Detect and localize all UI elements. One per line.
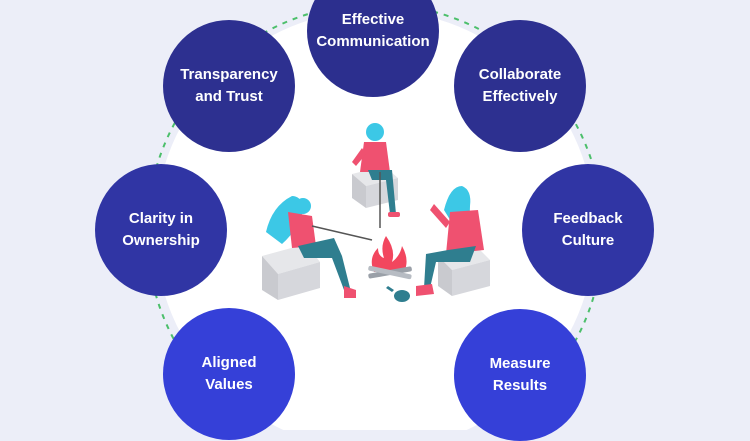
seat-right: [438, 246, 490, 296]
node-label: Collaborate Effectively: [478, 66, 562, 105]
node-measure-results: Measure Results: [454, 309, 586, 441]
node-feedback-culture: Feedback Culture: [522, 164, 654, 296]
node-label: Clarity in Ownership: [122, 210, 200, 249]
node-collaborate-effectively: Collaborate Effectively: [454, 20, 586, 152]
seat-left: [262, 244, 320, 300]
node-label: Aligned Values: [201, 354, 257, 393]
node-transparency-and-trust: Transparency and Trust: [163, 20, 295, 152]
figure-top: [352, 123, 400, 228]
node-label: Measure Results: [489, 355, 551, 394]
figure-right: [416, 186, 484, 296]
figure-left: [266, 196, 373, 298]
campfire-icon: [368, 236, 412, 280]
node-aligned-values: Aligned Values: [163, 308, 295, 440]
teapot-icon: [386, 286, 410, 302]
node-effective-communication: Effective Communication: [307, 0, 439, 97]
node-clarity-in-ownership: Clarity in Ownership: [95, 164, 227, 296]
node-label: Feedback Culture: [553, 210, 623, 249]
node-label: Effective Communication: [316, 11, 430, 50]
node-label: Transparency and Trust: [180, 66, 278, 105]
campfire-illustration: [262, 123, 490, 302]
